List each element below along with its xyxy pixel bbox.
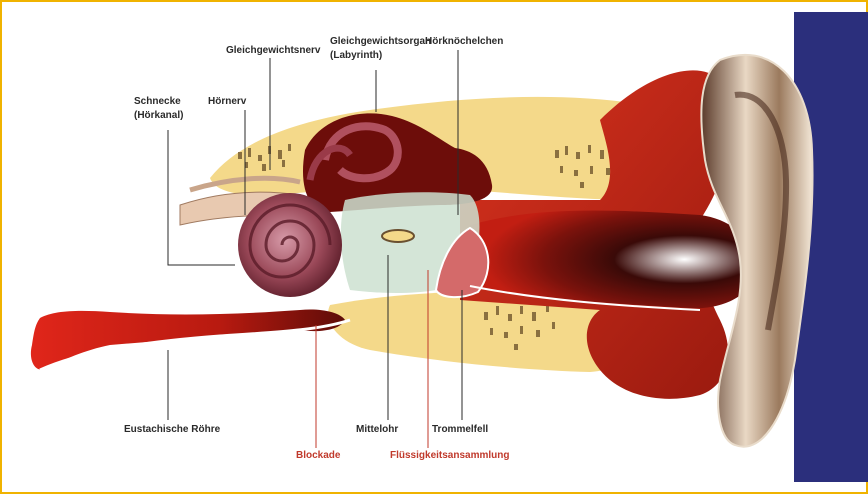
label-schnecke-sub: (Hörkanal) xyxy=(134,110,183,121)
label-gleichgewichtsorgan-sub: (Labyrinth) xyxy=(330,50,382,61)
cochlea xyxy=(238,193,342,297)
label-hoerknoechelchen: Hörknöchelchen xyxy=(425,36,503,47)
label-blockade: Blockade xyxy=(296,450,341,461)
label-schnecke: Schnecke xyxy=(134,96,181,107)
label-mittelohr: Mittelohr xyxy=(356,424,398,435)
label-fluessigkeitsansammlung: Flüssigkeitsansammlung xyxy=(390,450,509,461)
ossicle xyxy=(382,230,414,242)
label-gleichgewichtsorgan: Gleichgewichtsorgan xyxy=(330,36,431,47)
label-trommelfell: Trommelfell xyxy=(432,424,488,435)
label-eustachische-roehre: Eustachische Röhre xyxy=(124,424,221,435)
label-hoernerv: Hörnerv xyxy=(208,96,247,107)
label-gleichgewichtsnerv: Gleichgewichtsnerv xyxy=(226,45,321,56)
